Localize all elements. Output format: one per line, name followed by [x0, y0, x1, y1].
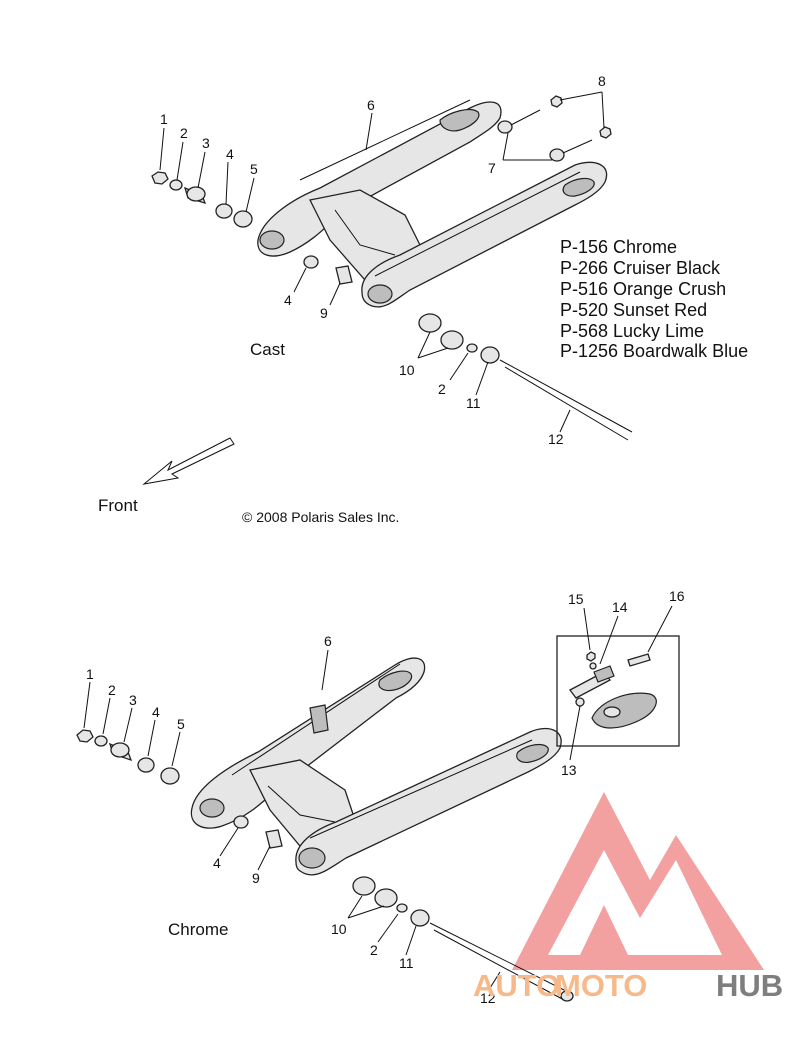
- bottom-leader-lines: [83, 605, 673, 989]
- callout-b2b: 2: [370, 942, 378, 958]
- callout-b16: 16: [669, 588, 685, 604]
- bottom-callouts: 1 2 3 4 5 6 4 9 10 2 11 12 15 14 16 13: [86, 588, 685, 1006]
- finish-lucky-lime: P-568 Lucky Lime: [560, 321, 704, 341]
- callout-b3: 3: [129, 692, 137, 708]
- callout-b15: 15: [568, 591, 584, 607]
- callout-9: 9: [320, 305, 328, 321]
- watermark-text: AUTO MOTO HUB: [473, 968, 783, 1003]
- front-arrow-icon: [142, 437, 235, 485]
- callout-12: 12: [548, 431, 564, 447]
- watermark-moto: MOTO: [555, 968, 647, 1003]
- callout-3: 3: [202, 135, 210, 151]
- top-leader-lines: [159, 91, 605, 433]
- callout-b1: 1: [86, 666, 94, 682]
- top-swingarm-drawing: [257, 99, 608, 308]
- finish-orange-crush: P-516 Orange Crush: [560, 279, 726, 299]
- top-hardware: [151, 95, 633, 441]
- callout-2: 2: [180, 125, 188, 141]
- callout-b13: 13: [561, 762, 577, 778]
- variant-label-chrome: Chrome: [168, 920, 228, 939]
- callout-8: 8: [598, 73, 606, 89]
- finish-boardwalk-blue: P-1256 Boardwalk Blue: [560, 341, 748, 361]
- callout-b12: 12: [480, 990, 496, 1006]
- callout-b4b: 4: [213, 855, 221, 871]
- callout-10: 10: [399, 362, 415, 378]
- callout-5: 5: [250, 161, 258, 177]
- variant-label-cast: Cast: [250, 340, 285, 359]
- finish-cruiser-black: P-266 Cruiser Black: [560, 258, 721, 278]
- inset-detail-box: [556, 635, 680, 747]
- watermark-hub: HUB: [716, 968, 783, 1003]
- bottom-hardware: [76, 729, 574, 1002]
- callout-11: 11: [466, 395, 481, 411]
- callout-6: 6: [367, 97, 375, 113]
- callout-b4: 4: [152, 704, 160, 720]
- automotohub-logo-icon: [512, 792, 764, 970]
- callout-b9: 9: [252, 870, 260, 886]
- callout-b6: 6: [324, 633, 332, 649]
- callout-b14: 14: [612, 599, 628, 615]
- callout-2b: 2: [438, 381, 446, 397]
- callout-b5: 5: [177, 716, 185, 732]
- top-callouts: 1 2 3 4 5 6 7 8 4 9 10 2 11 12: [160, 73, 606, 447]
- copyright-text: © 2008 Polaris Sales Inc.: [242, 509, 399, 525]
- callout-b10: 10: [331, 921, 347, 937]
- finish-chrome: P-156 Chrome: [560, 237, 677, 257]
- front-label: Front: [98, 496, 138, 515]
- bottom-swingarm-drawing: [190, 657, 562, 876]
- callout-b2: 2: [108, 682, 116, 698]
- callout-4b: 4: [284, 292, 292, 308]
- callout-1: 1: [160, 111, 168, 127]
- callout-4: 4: [226, 146, 234, 162]
- watermark-auto: AUTO: [473, 968, 560, 1003]
- callout-b11: 11: [399, 955, 414, 971]
- callout-7: 7: [488, 160, 496, 176]
- finish-sunset-red: P-520 Sunset Red: [560, 300, 707, 320]
- finish-color-list: P-156 Chrome P-266 Cruiser Black P-516 O…: [560, 237, 748, 361]
